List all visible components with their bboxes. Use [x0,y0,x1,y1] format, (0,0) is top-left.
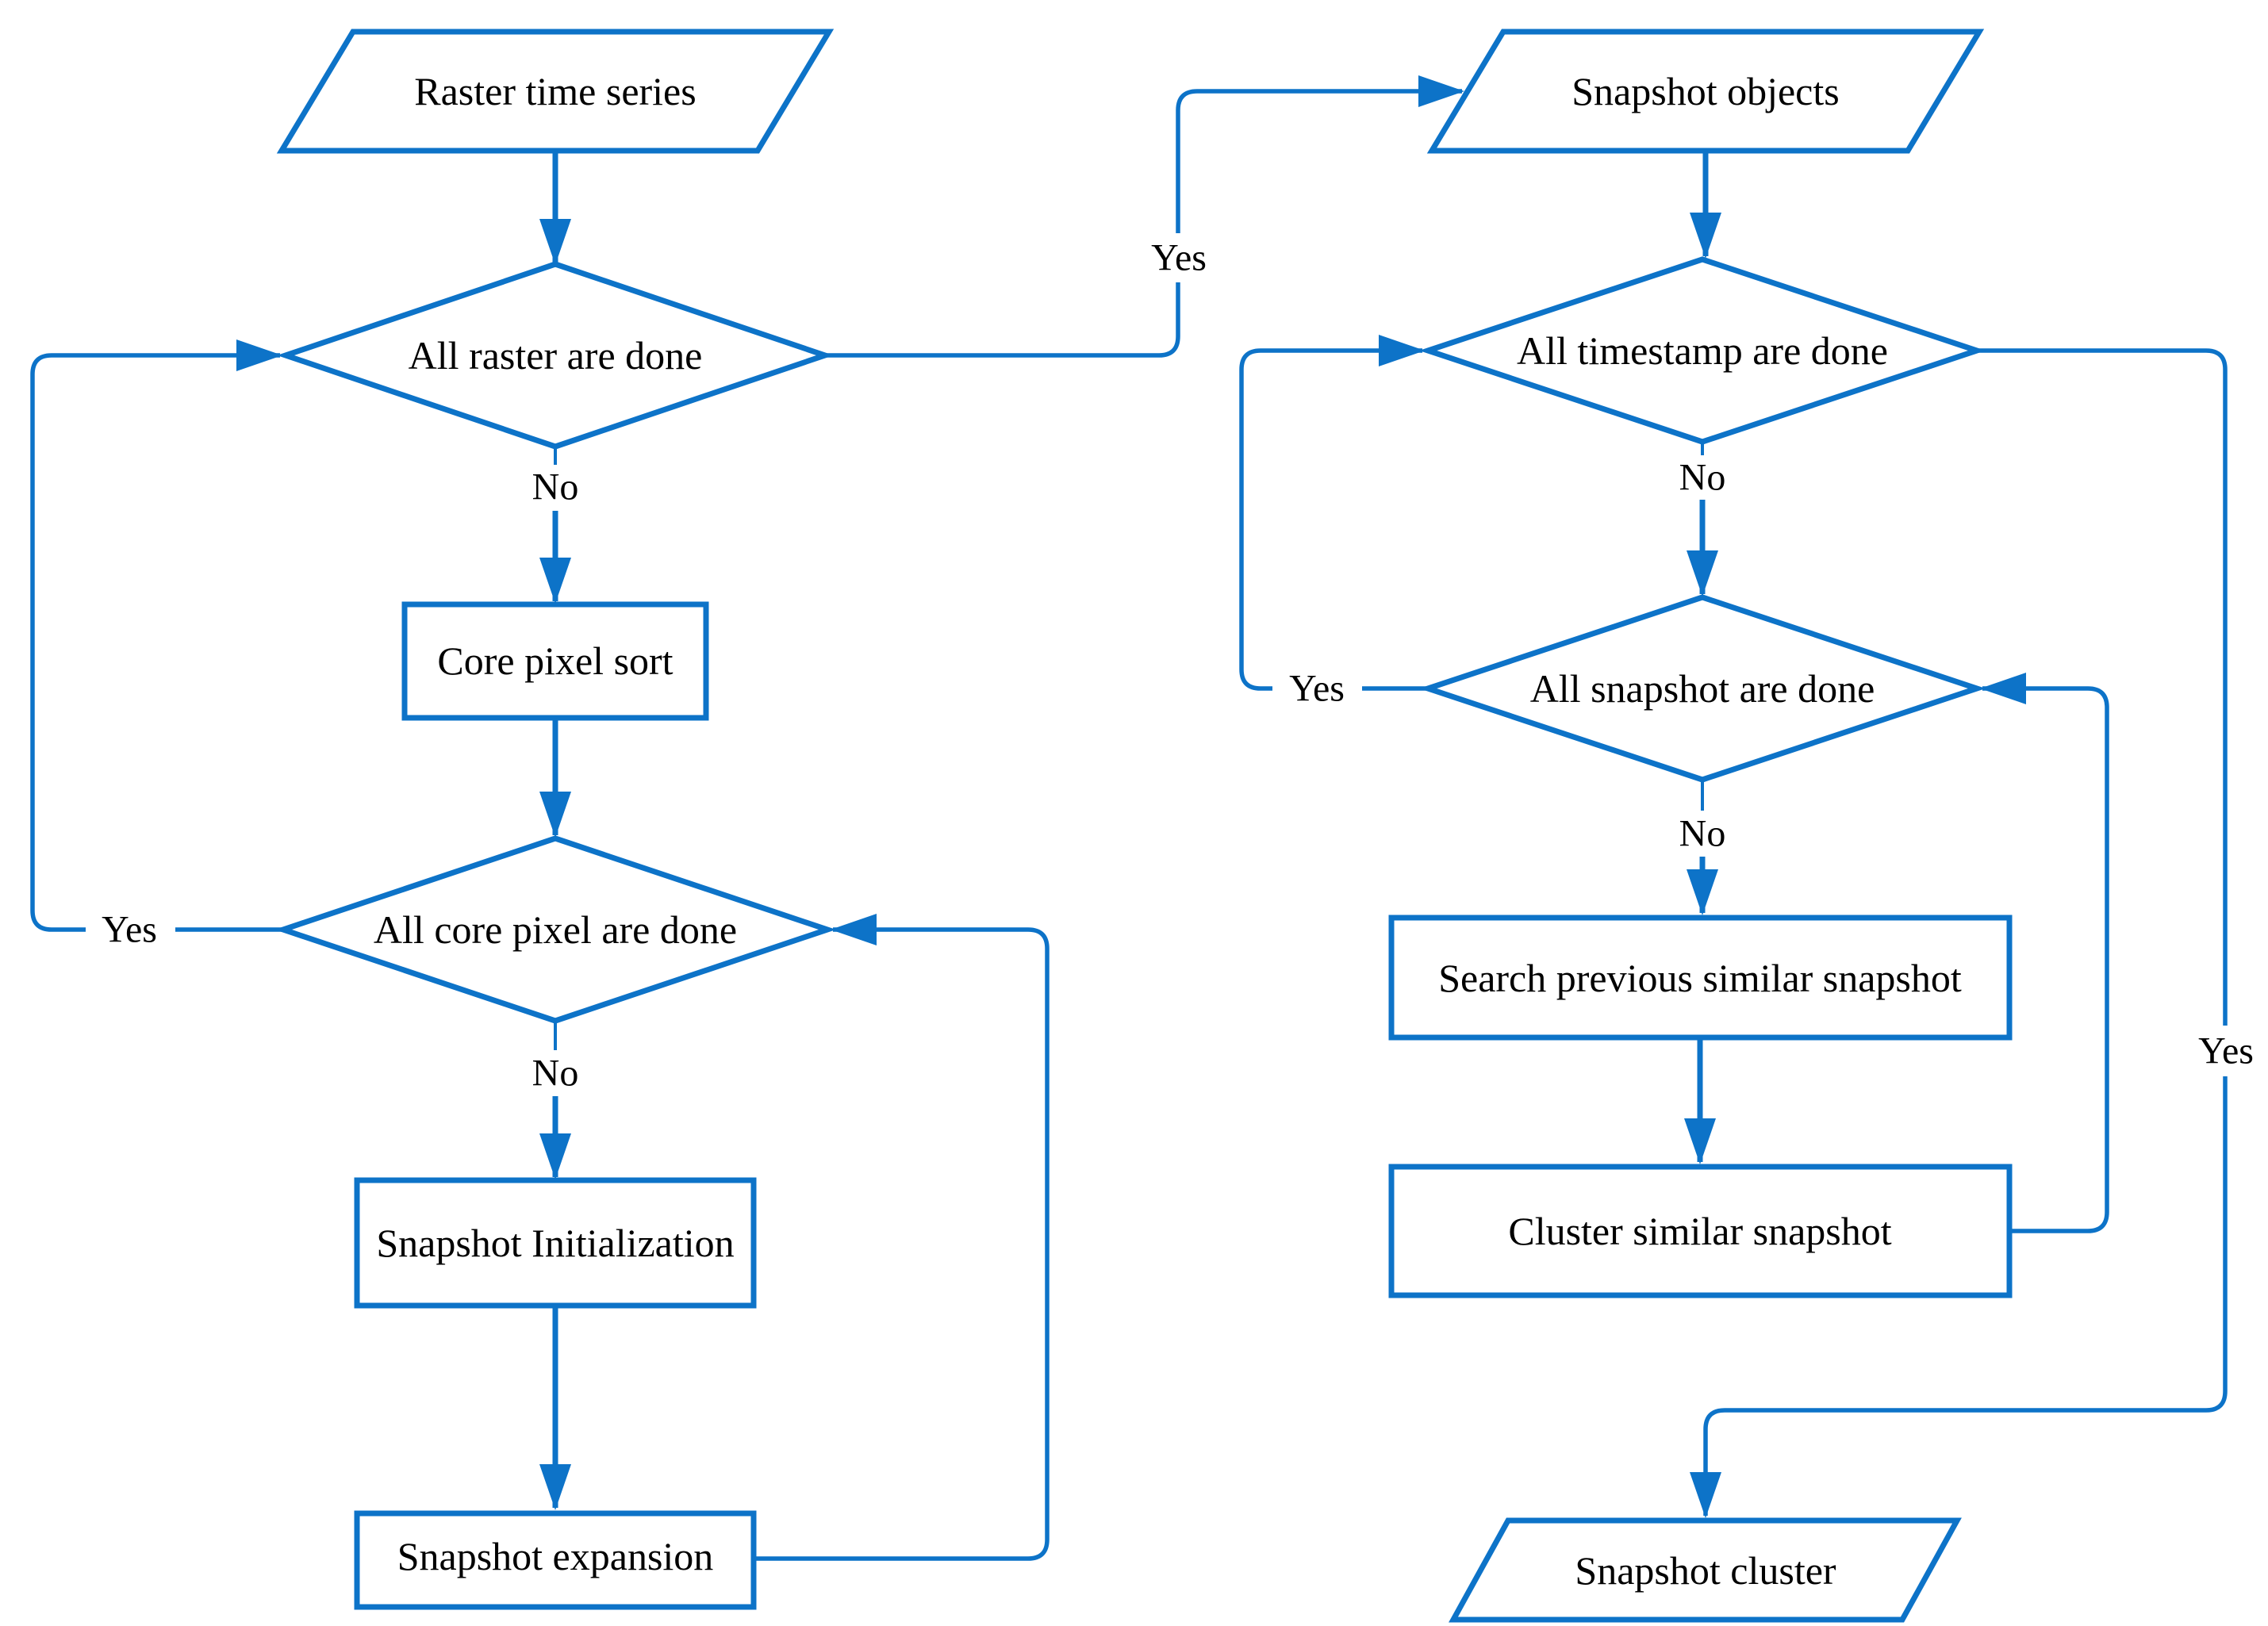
node-cluster-similar-snapshot-shape [1388,1164,2013,1298]
node-cluster-similar-snapshot-label: Cluster similar snapshot [1508,1209,1891,1253]
edge-snapexpansion-loop-to-allcorepixel [754,914,1050,1561]
node-raster-time-series-label: Raster time series [414,69,696,113]
branch-label-yes-alltimestamp: Yes [2198,1030,2254,1072]
node-snapshot-expansion-shape [354,1510,757,1610]
node-all-timestamp-are-done-label: All timestamp are done [1517,328,1888,373]
branch-label-yes-allraster: Yes [1151,237,1207,279]
node-all-core-pixel-are-done-label: All core pixel are done [374,907,737,952]
edge-cluster-loop-to-allsnapshot [1980,673,2109,1233]
node-all-timestamp-are-done-shape [1418,256,1986,445]
node-snapshot-initialization-shape [354,1177,757,1309]
branch-label-yes-allsnapshot: Yes [1289,668,1345,710]
edge-allcorepixel-yes-loop-to-allraster [30,339,282,932]
node-snapshot-objects-shape [1426,29,1985,154]
node-search-previous-similar-snapshot-label: Search previous similar snapshot [1438,956,1962,1000]
node-snapshot-expansion-label: Snapshot expansion [397,1534,714,1578]
node-all-core-pixel-are-done-shape [274,835,837,1024]
node-snapshot-cluster-shape [1449,1517,1962,1623]
node-snapshot-initialization-label: Snapshot Initialization [376,1221,734,1265]
branch-label-yes-allcorepixel: Yes [102,909,157,951]
node-search-previous-similar-snapshot-shape [1388,915,2013,1041]
branch-label-no-allcorepixel: No [532,1053,579,1095]
edge-allsnapshot-yes-loop-to-alltimestamp [1239,335,1425,691]
node-raster-time-series-shape [276,29,835,154]
branch-label-no-alltimestamp: No [1679,457,1726,499]
node-all-snapshot-are-done-label: All snapshot are done [1530,666,1875,711]
branch-label-no-allraster: No [532,466,579,508]
edge-alltimestamp-yes-to-snapcluster [1690,1076,2228,1518]
node-core-pixel-sort-label: Core pixel sort [437,639,673,683]
edge-allraster-yes-to-snapobjects [1176,75,1464,233]
node-all-raster-are-done-label: All raster are done [409,333,703,378]
node-core-pixel-sort-shape [401,601,709,721]
node-snapshot-objects-label: Snapshot objects [1571,69,1839,113]
node-snapshot-cluster-label: Snapshot cluster [1575,1548,1836,1593]
node-all-raster-are-done-shape [277,261,834,450]
edge-alltimestamp-yes-segment [1977,348,2228,1026]
node-all-snapshot-are-done-shape [1418,594,1986,783]
branch-label-no-allsnapshot: No [1679,813,1726,855]
edge-allraster-yes-segment [825,282,1180,358]
